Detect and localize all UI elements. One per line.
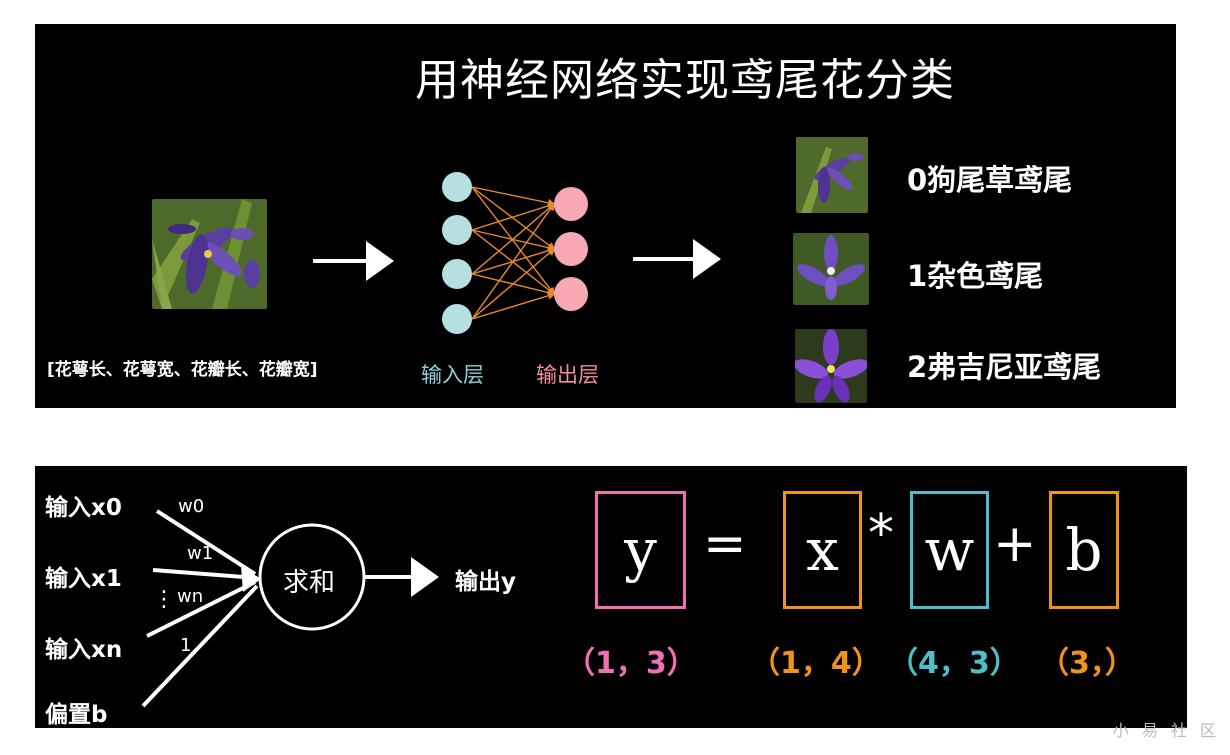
- plus-sign: +: [993, 514, 1037, 574]
- network-diagram: [313, 172, 721, 334]
- input-node-3: [442, 304, 472, 334]
- input-layer-label: 输入层: [421, 363, 484, 387]
- class0-image: [796, 137, 868, 213]
- input-nodes: [442, 172, 472, 334]
- input-line-x0: [155, 509, 257, 576]
- neuron-diagram: [141, 509, 439, 708]
- connection-0-0: [471, 186, 556, 207]
- class-label-0: 0狗尾草鸢尾: [907, 163, 1073, 197]
- x-box: x: [783, 491, 862, 609]
- equals-sign: =: [703, 514, 747, 574]
- y-box: y: [595, 491, 686, 609]
- merge-arrowhead: [241, 566, 261, 592]
- y-symbol: y: [624, 516, 657, 584]
- input-node-2: [442, 259, 472, 289]
- connection-1-0: [471, 202, 556, 231]
- weight-w0-label: w0: [178, 496, 205, 517]
- vdots-label: ⋮: [153, 587, 175, 612]
- input-node-1: [442, 215, 472, 245]
- connection-0-2: [471, 186, 556, 296]
- output-node-2: [554, 277, 588, 311]
- x-symbol: x: [806, 516, 839, 584]
- input-x1-label: 输入x1: [45, 566, 122, 592]
- class-label-1: 1杂色鸢尾: [907, 259, 1044, 293]
- sum-label: 求和: [283, 568, 336, 598]
- output-layer-label: 输出层: [536, 363, 599, 387]
- connection-3-2: [471, 291, 556, 320]
- class1-image: [793, 233, 869, 305]
- feature-list: [花萼长、花萼宽、花瓣长、花瓣宽]: [47, 360, 318, 380]
- input-flower-image: [152, 199, 267, 309]
- weight-w1-label: w1: [187, 543, 214, 564]
- class2-image: [795, 329, 867, 403]
- connection-3-1: [471, 247, 556, 320]
- weight-bias-label: 1: [180, 635, 192, 656]
- y-shape: （1，3）: [565, 646, 697, 681]
- multiply-sign: *: [868, 504, 894, 564]
- connection-2-0: [471, 202, 556, 275]
- watermark: 小 易 社 区: [1112, 721, 1220, 740]
- input-line-b: [141, 584, 259, 708]
- sum-node: [258, 523, 366, 631]
- input-line-xn: [146, 580, 256, 638]
- input-xn-label: 输入xn: [45, 637, 123, 663]
- bias-label: 偏置b: [45, 702, 108, 728]
- input-node-0: [442, 172, 472, 202]
- connection-0-1: [471, 186, 556, 251]
- connections: [471, 186, 556, 320]
- b-symbol: b: [1065, 516, 1103, 584]
- b-box: b: [1049, 491, 1119, 609]
- input-x0-label: 输入x0: [45, 495, 122, 521]
- neuron-equation-panel: 输入x0 输入x1 输入xn 偏置b w0 w1 ⋮ wn 1 求和 输出y y…: [35, 466, 1187, 728]
- w-symbol: w: [924, 516, 975, 584]
- output-nodes: [554, 187, 588, 311]
- w-shape: （4，3）: [888, 646, 1020, 681]
- output-y-label: 输出y: [455, 569, 516, 595]
- iris-nn-panel: 用神经网络实现鸢尾花分类 [花萼长、花萼宽、花瓣长、花瓣宽]: [35, 24, 1176, 408]
- diagram-title: 用神经网络实现鸢尾花分类: [415, 55, 955, 106]
- connection-3-0: [471, 202, 556, 320]
- input-line-x1: [152, 568, 258, 580]
- w-box: w: [910, 491, 989, 609]
- weight-wn-label: wn: [177, 586, 204, 607]
- b-shape: （3，）: [1039, 646, 1135, 681]
- output-node-1: [554, 232, 588, 266]
- x-shape: （1，4）: [750, 646, 882, 681]
- output-node-0: [554, 187, 588, 221]
- class-label-2: 2弗吉尼亚鸢尾: [907, 350, 1102, 384]
